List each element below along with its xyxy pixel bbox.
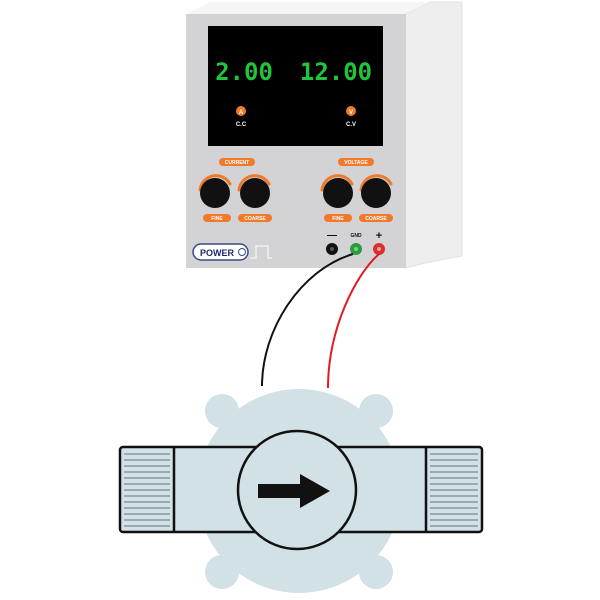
negative-terminal[interactable]: [326, 243, 338, 255]
positive-terminal-label: +: [376, 230, 382, 242]
power-supply-side-panel: [404, 1, 463, 269]
voltage-coarse-knob[interactable]: [359, 174, 393, 208]
current-fine-label: FINE: [211, 216, 223, 222]
valve-thread-left: [124, 453, 170, 527]
voltage-fine-knob[interactable]: [320, 174, 354, 208]
voltage-mode-label: C.V: [346, 122, 356, 128]
current-label: CURRENT: [225, 160, 249, 166]
current-readout: 2.00: [215, 58, 273, 86]
current-fine-knob[interactable]: [198, 174, 232, 208]
solenoid-valve: [118, 389, 484, 593]
current-indicator-led: [236, 106, 246, 116]
voltage-label: VOLTAGE: [344, 160, 368, 166]
ground-terminal[interactable]: [350, 243, 362, 255]
power-waveform-icon: [250, 245, 272, 259]
current-label-pill: [219, 158, 255, 166]
valve-thread-right: [430, 453, 478, 527]
power-supply: 2.00 12.00 A C.C V C.V CURRENT VOLTAGE: [186, 1, 463, 269]
positive-wire: [327, 253, 380, 389]
power-button[interactable]: POWER: [192, 243, 249, 261]
power-supply-top-panel: [186, 2, 430, 14]
negative-wire: [261, 253, 354, 387]
voltage-readout: 12.00: [300, 58, 372, 86]
power-button-label: POWER: [200, 248, 235, 258]
voltage-indicator-led: [346, 106, 356, 116]
current-coarse-knob[interactable]: [237, 174, 271, 208]
positive-terminal[interactable]: [373, 243, 385, 255]
current-mode-label: C.C: [236, 122, 247, 128]
voltage-coarse-label: COARSE: [365, 216, 387, 222]
display-screen: [208, 26, 383, 146]
voltage-fine-label: FINE: [332, 216, 344, 222]
arrow-right-icon: [258, 474, 330, 508]
current-coarse-label: COARSE: [244, 216, 266, 222]
power-button-indicator: [238, 248, 246, 256]
negative-terminal-label: —: [327, 230, 337, 241]
current-indicator-letter: A: [239, 110, 244, 116]
voltage-label-pill: [338, 158, 374, 166]
voltage-indicator-letter: V: [349, 110, 353, 116]
ground-terminal-label: GND: [350, 233, 362, 239]
voltage-coarse-pill: [359, 214, 393, 222]
voltage-fine-pill: [324, 214, 352, 222]
current-fine-pill: [203, 214, 231, 222]
current-coarse-pill: [238, 214, 272, 222]
